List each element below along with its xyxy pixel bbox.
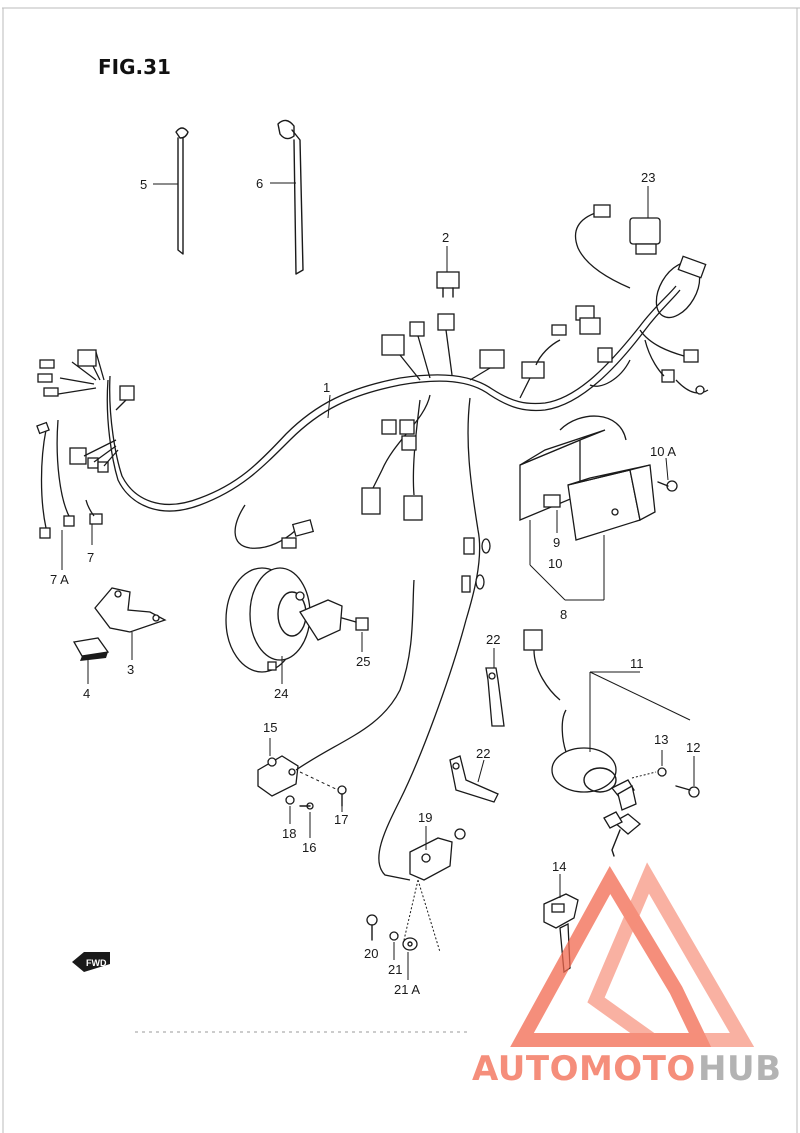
label-21a: 21 A — [394, 982, 420, 997]
part-ignition-keys — [603, 811, 642, 857]
part-24-horn: 24 — [225, 567, 343, 701]
figure-title: FIG.31 — [98, 55, 171, 79]
label-19: 19 — [418, 810, 432, 825]
label-25: 25 — [356, 654, 370, 669]
label-9: 9 — [553, 535, 560, 550]
label-7a: 7 A — [50, 572, 69, 587]
label-3: 3 — [127, 662, 134, 677]
part-23-relay: 23 — [574, 170, 707, 319]
part-8-regulator-unit: 9 10 8 10 A — [519, 415, 678, 622]
part-12-bolt: 12 — [675, 740, 700, 798]
part-14-key: 14 — [543, 859, 579, 974]
label-8: 8 — [560, 607, 567, 622]
label-23: 23 — [641, 170, 655, 185]
part-19-sensor: 19 — [403, 810, 466, 953]
label-1: 1 — [323, 380, 330, 395]
watermark-text-automoto: AUTOMOTO — [472, 1049, 696, 1089]
label-15: 15 — [263, 720, 277, 735]
label-21: 21 — [388, 962, 402, 977]
part-25-bolt: 25 — [341, 617, 370, 669]
part-16-screw: 16 — [299, 802, 316, 855]
label-24: 24 — [274, 686, 288, 701]
label-20: 20 — [364, 946, 378, 961]
part-13-nut: 13 — [631, 732, 668, 779]
label-18: 18 — [282, 826, 296, 841]
label-7: 7 — [87, 550, 94, 565]
fwd-label: FWD — [86, 958, 107, 968]
label-6: 6 — [256, 176, 263, 191]
part-11-ignition-switch: 11 — [523, 629, 691, 811]
part-6-cable-tie: 6 — [256, 119, 304, 275]
watermark-text-hub: HUB — [698, 1049, 781, 1089]
label-16: 16 — [302, 840, 316, 855]
part-5-cable-tie: 5 — [140, 127, 189, 255]
label-2: 2 — [442, 230, 449, 245]
label-10: 10 — [548, 556, 562, 571]
part-15-switch: 15 — [257, 579, 415, 797]
label-4: 4 — [83, 686, 90, 701]
label-5: 5 — [140, 177, 147, 192]
part-18-washer: 18 — [282, 795, 296, 841]
part-4-pad: 4 — [72, 637, 110, 701]
label-13: 13 — [654, 732, 668, 747]
fwd-arrow-icon: FWD — [72, 952, 110, 972]
part-3-bracket: 3 — [94, 587, 167, 677]
part-21-washer: 21 — [388, 931, 402, 977]
part-21a-washer: 21 A — [394, 937, 420, 997]
label-14: 14 — [552, 859, 566, 874]
part-1-wire-harness: 7 7 A — [36, 285, 709, 881]
label-17: 17 — [334, 812, 348, 827]
automotohub-logo: AUTOMOTO HUB — [472, 862, 781, 1089]
part-2-fuse: 2 — [436, 230, 460, 298]
part-22-clamp-lower: 22 — [449, 746, 499, 803]
part-17-screw: 17 — [334, 785, 348, 827]
part-20-screw: 20 — [364, 914, 378, 961]
label-11: 11 — [630, 656, 644, 671]
label-10a: 10 A — [650, 444, 676, 459]
label-22-lower: 22 — [476, 746, 490, 761]
label-22-upper: 22 — [486, 632, 500, 647]
label-12: 12 — [686, 740, 700, 755]
part-22-clamp-upper: 22 — [485, 632, 505, 727]
